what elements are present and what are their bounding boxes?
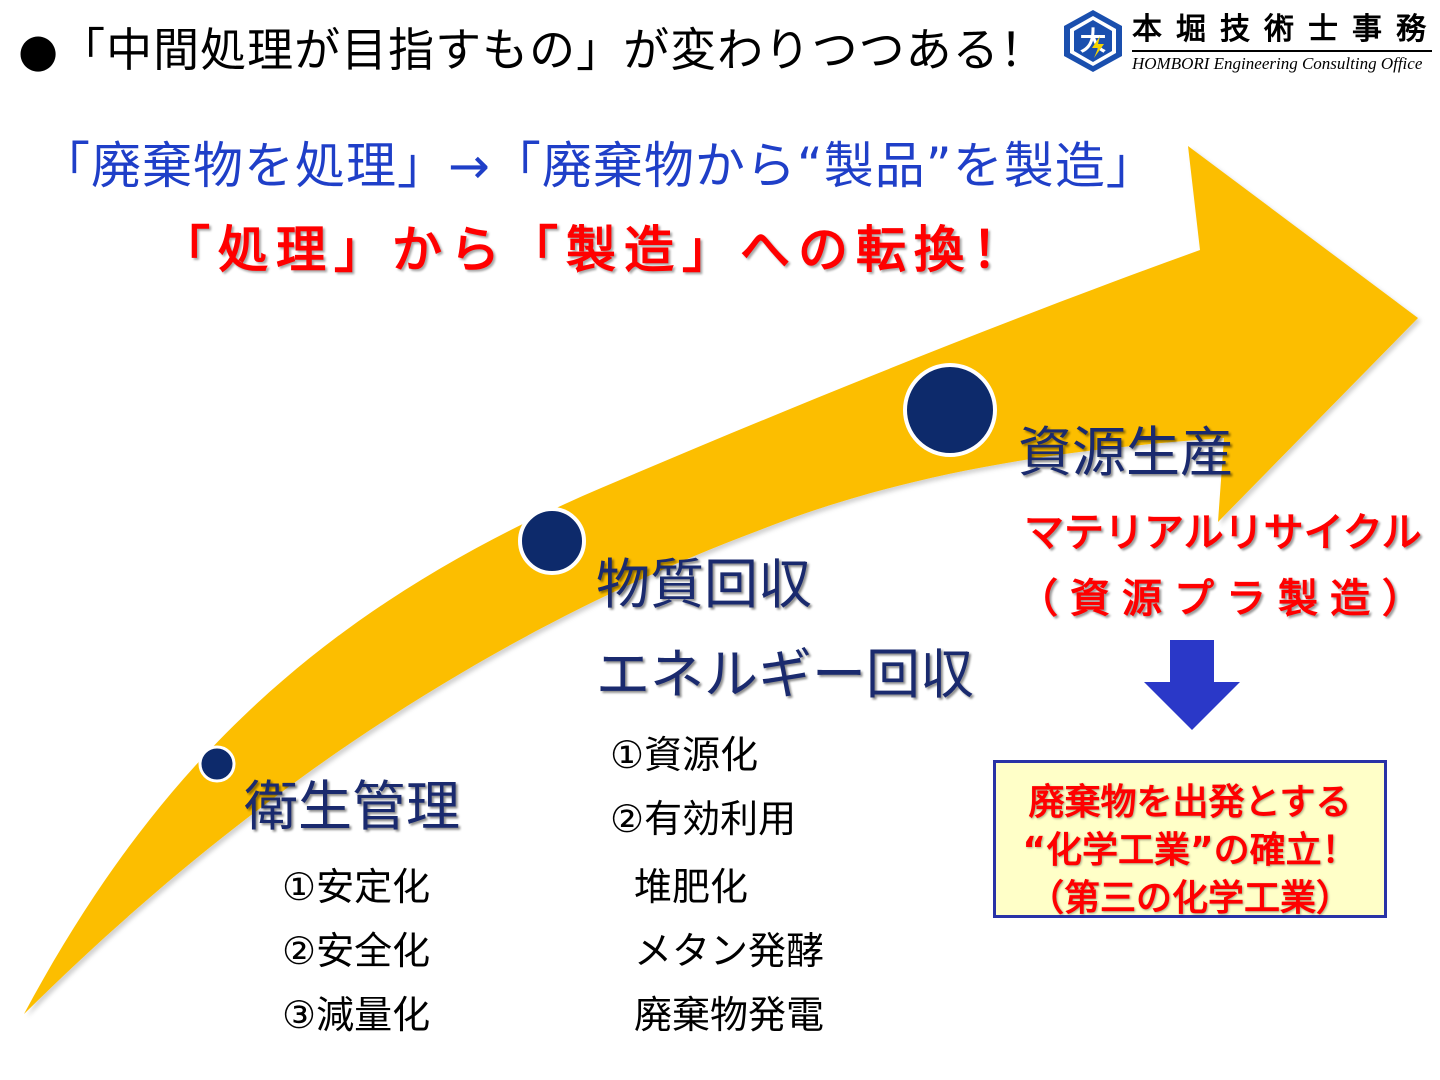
stage2-item: メタン発酵 xyxy=(634,929,825,973)
stage3-sub-material-recycle: マテリアルリサイクル xyxy=(1024,510,1422,556)
result-box: 廃棄物を出発とする “化学工業”の確立！ （第三の化学工業） xyxy=(993,760,1387,919)
stage3-node xyxy=(903,363,997,457)
svg-text:大: 大 xyxy=(1080,27,1106,57)
result-line: “化学工業”の確立！ xyxy=(1022,830,1358,871)
arrow-body xyxy=(24,146,1418,1014)
stage1-label: 衛生管理 xyxy=(244,775,460,838)
stage1-item: ①安定化 xyxy=(282,865,431,909)
stage3-sub-plastic: （資源プラ製造） xyxy=(1018,576,1434,622)
company-emblem-icon: 大 xyxy=(1064,10,1122,72)
stage2-item: ②有効利用 xyxy=(610,797,797,841)
stage2-label-energy: エネルギー回収 xyxy=(596,643,974,706)
stage2-label-material: 物質回収 xyxy=(596,553,812,616)
stage1-item: ②安全化 xyxy=(282,929,431,973)
down-arrow-icon xyxy=(1144,640,1240,730)
company-english-name: HOMBORI Engineering Consulting Office xyxy=(1132,54,1423,73)
main-heading: 「廃棄物を処理」→「廃棄物から“製品”を製造」 xyxy=(40,137,1157,195)
stage2-node xyxy=(518,507,586,575)
stage2-item: 堆肥化 xyxy=(634,865,749,909)
company-logo: 大 本堀技術士事務所 HOMBORI Engineering Consultin… xyxy=(1062,4,1440,80)
stage3-label: 資源生産 xyxy=(1018,421,1234,484)
page-title: ●「中間処理が目指すもの」が変わりつつある！ xyxy=(18,23,1047,77)
stage2-item: 廃棄物発電 xyxy=(634,993,825,1037)
sub-heading: 「処理」から「製造」への転換！ xyxy=(160,221,1030,279)
result-line: （第三の化学工業） xyxy=(1027,878,1352,919)
company-name: 本堀技術士事務所 xyxy=(1132,12,1440,47)
stage2-item: ①資源化 xyxy=(610,733,759,777)
result-line: 廃棄物を出発とする xyxy=(1028,782,1352,823)
stage1-node xyxy=(198,745,236,783)
logo-divider xyxy=(1132,50,1432,52)
stage1-item: ③減量化 xyxy=(282,993,431,1037)
